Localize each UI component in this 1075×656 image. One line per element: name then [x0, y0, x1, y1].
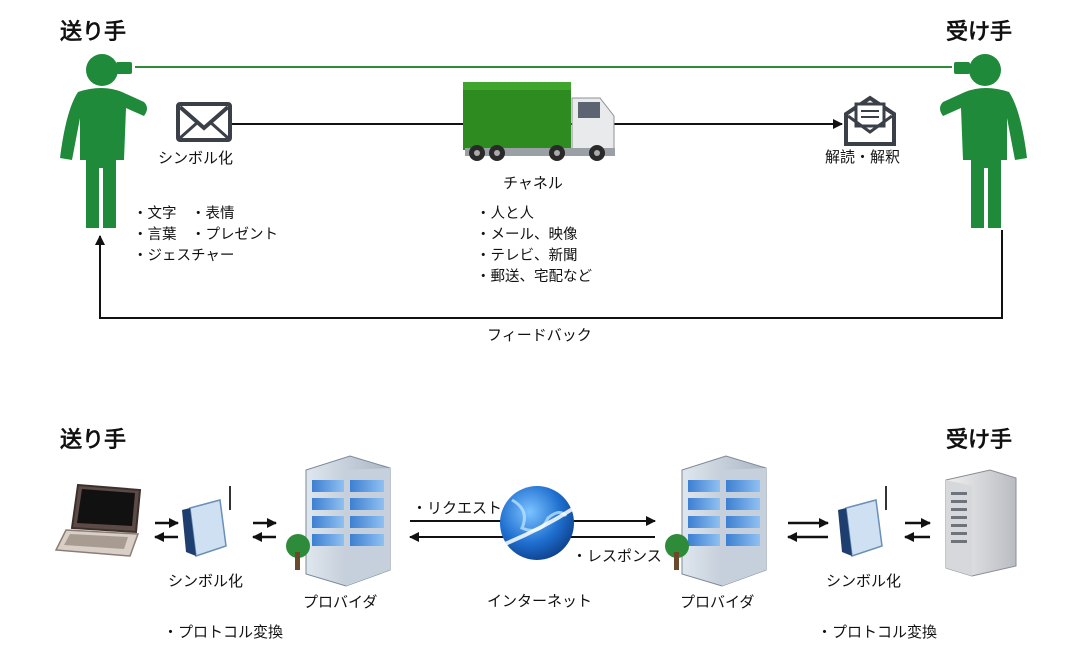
left-provider-label: プロバイダ [303, 593, 378, 611]
list-item: ・郵送、宅配など [476, 269, 592, 285]
globe-icon [499, 486, 576, 560]
open-envelope-icon [844, 95, 896, 146]
building-icon [286, 455, 391, 587]
encode-label: シンボル化 [158, 149, 234, 167]
sender-person-icon [60, 54, 147, 228]
router-icon [182, 486, 231, 558]
right-protocol-label: ・プロトコル変換 [817, 623, 938, 641]
request-label: ・リクエスト [412, 499, 503, 517]
router-icon [838, 486, 887, 558]
list-item: ・メール、映像 [476, 227, 578, 243]
feedback-arrow [95, 230, 1003, 319]
envelope-icon [176, 102, 232, 142]
feedback-label: フィードバック [487, 326, 592, 344]
list-item: ・人と人 [476, 206, 534, 222]
left-protocol-label: ・プロトコル変換 [163, 623, 284, 641]
top-receiver-title: 受け手 [946, 20, 1013, 45]
left-encode-label: シンボル化 [168, 572, 244, 590]
decode-label: 解読・解釈 [825, 148, 901, 166]
internet-label: インターネット [487, 592, 593, 610]
building-icon [665, 455, 767, 587]
channel-label: チャネル [503, 174, 563, 192]
symbol-examples-list: ・文字 ・表情 ・言葉 ・プレゼント ・ジェスチャー [133, 204, 278, 267]
response-label: ・レスポンス [572, 547, 662, 565]
bottom-sender-title: 送り手 [60, 428, 127, 453]
laptop-icon [54, 483, 142, 557]
right-provider-label: プロバイダ [680, 593, 755, 611]
list-item: ・ジェスチャー [133, 248, 235, 264]
right-encode-label: シンボル化 [826, 572, 902, 590]
top-sender-title: 送り手 [60, 20, 127, 45]
truck-icon [463, 82, 615, 161]
bottom-receiver-title: 受け手 [946, 428, 1013, 453]
server-icon [945, 469, 1017, 577]
receiver-person-icon [940, 54, 1027, 228]
list-item: ・言葉 ・プレゼント [133, 227, 278, 243]
list-item: ・文字 ・表情 [133, 206, 235, 222]
channel-examples-list: ・人と人 ・メール、映像 ・テレビ、新聞 ・郵送、宅配など [476, 204, 592, 288]
list-item: ・テレビ、新聞 [476, 248, 578, 264]
